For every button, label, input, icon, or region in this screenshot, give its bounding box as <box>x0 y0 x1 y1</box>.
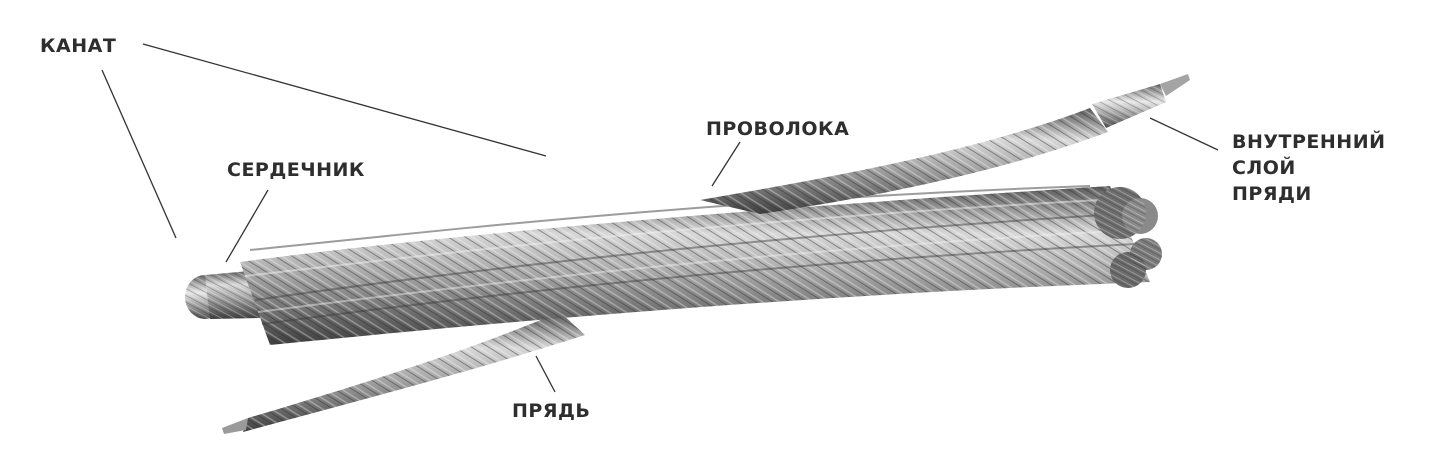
label-inner-line-2: СЛОЙ <box>1232 157 1296 179</box>
rope-cut-end <box>1094 187 1162 288</box>
label-inner-line-3: ПРЯДИ <box>1232 183 1312 205</box>
leader-rope-to-core <box>101 69 177 239</box>
upper-strand <box>700 74 1190 214</box>
leader-strand <box>535 355 556 393</box>
leader-core <box>225 189 269 263</box>
leader-lines <box>101 43 1219 393</box>
leader-rope-to-body <box>142 43 547 157</box>
separated-strand <box>222 312 585 434</box>
label-inner-line-1: ВНУТРЕННИЙ <box>1232 131 1386 153</box>
label-core: СЕРДЕЧНИК <box>227 159 365 181</box>
label-wire: ПРОВОЛОКА <box>706 118 850 140</box>
label-inner-strand-layer: ВНУТРЕННИЙ СЛОЙ ПРЯДИ <box>1232 129 1386 207</box>
leader-inner-layer <box>1149 117 1219 151</box>
leader-wire <box>711 141 741 187</box>
rope-body <box>240 185 1150 345</box>
label-rope: КАНАТ <box>40 35 117 57</box>
label-strand: ПРЯДЬ <box>512 400 591 422</box>
